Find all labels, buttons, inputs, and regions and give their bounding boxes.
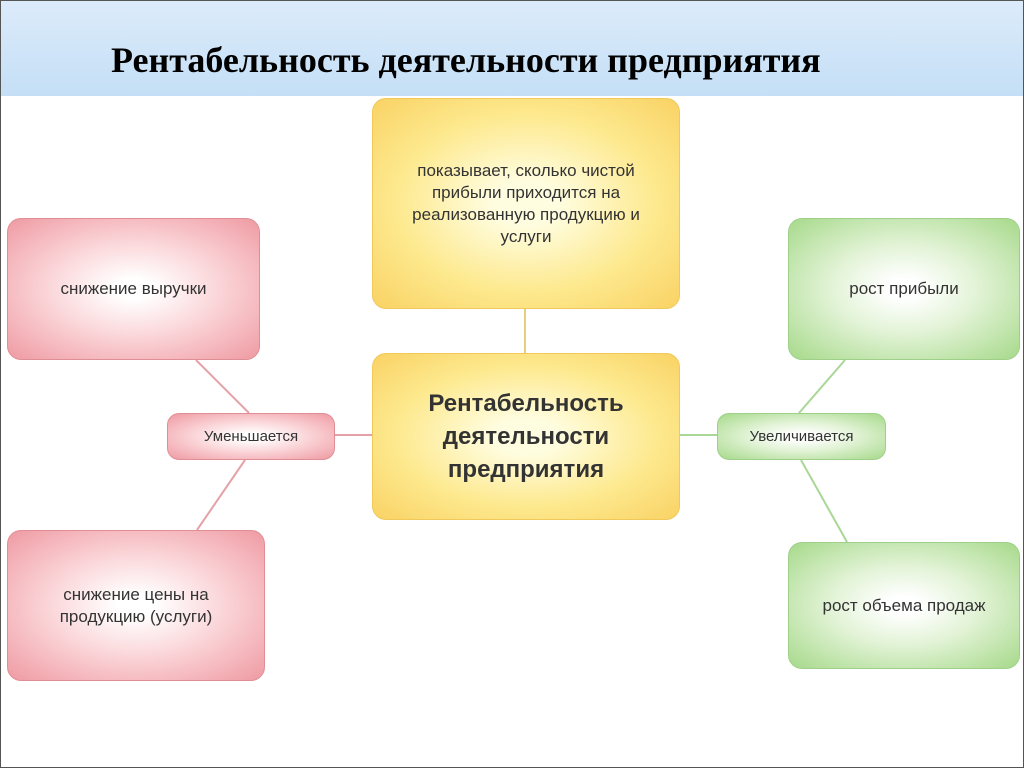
slide-title: Рентабельность деятельности предприятия bbox=[111, 40, 821, 80]
increase-item-profit-text: рост прибыли bbox=[849, 279, 959, 298]
decrease-item-revenue: снижение выручки bbox=[7, 218, 260, 360]
definition-box: показывает, сколько чистой прибыли прихо… bbox=[372, 98, 680, 309]
connector-right-hub-top bbox=[798, 359, 846, 414]
decrease-hub: Уменьшается bbox=[167, 413, 335, 460]
definition-text: показывает, сколько чистой прибыли прихо… bbox=[412, 160, 640, 246]
connector-right-hub-bottom bbox=[800, 459, 848, 543]
center-box: Рентабельность деятельности предприятия bbox=[372, 353, 680, 520]
increase-item-profit: рост прибыли bbox=[788, 218, 1020, 360]
connector-left-hub-top bbox=[195, 359, 250, 414]
decrease-item-price: снижение цены на продукцию (услуги) bbox=[7, 530, 265, 681]
connector-left-hub-bottom bbox=[196, 459, 246, 531]
center-text: Рентабельность деятельности предприятия bbox=[428, 390, 624, 483]
increase-item-sales: рост объема продаж bbox=[788, 542, 1020, 669]
increase-item-sales-text: рост объема продаж bbox=[822, 595, 986, 615]
decrease-hub-label: Уменьшается bbox=[203, 427, 299, 445]
increase-hub: Увеличивается bbox=[717, 413, 886, 460]
decrease-item-price-text: снижение цены на продукцию (услуги) bbox=[59, 584, 213, 626]
decrease-item-revenue-text: снижение выручки bbox=[60, 279, 207, 298]
increase-hub-label: Увеличивается bbox=[749, 427, 854, 445]
title-bar: Рентабельность деятельности предприятия bbox=[1, 1, 1023, 96]
